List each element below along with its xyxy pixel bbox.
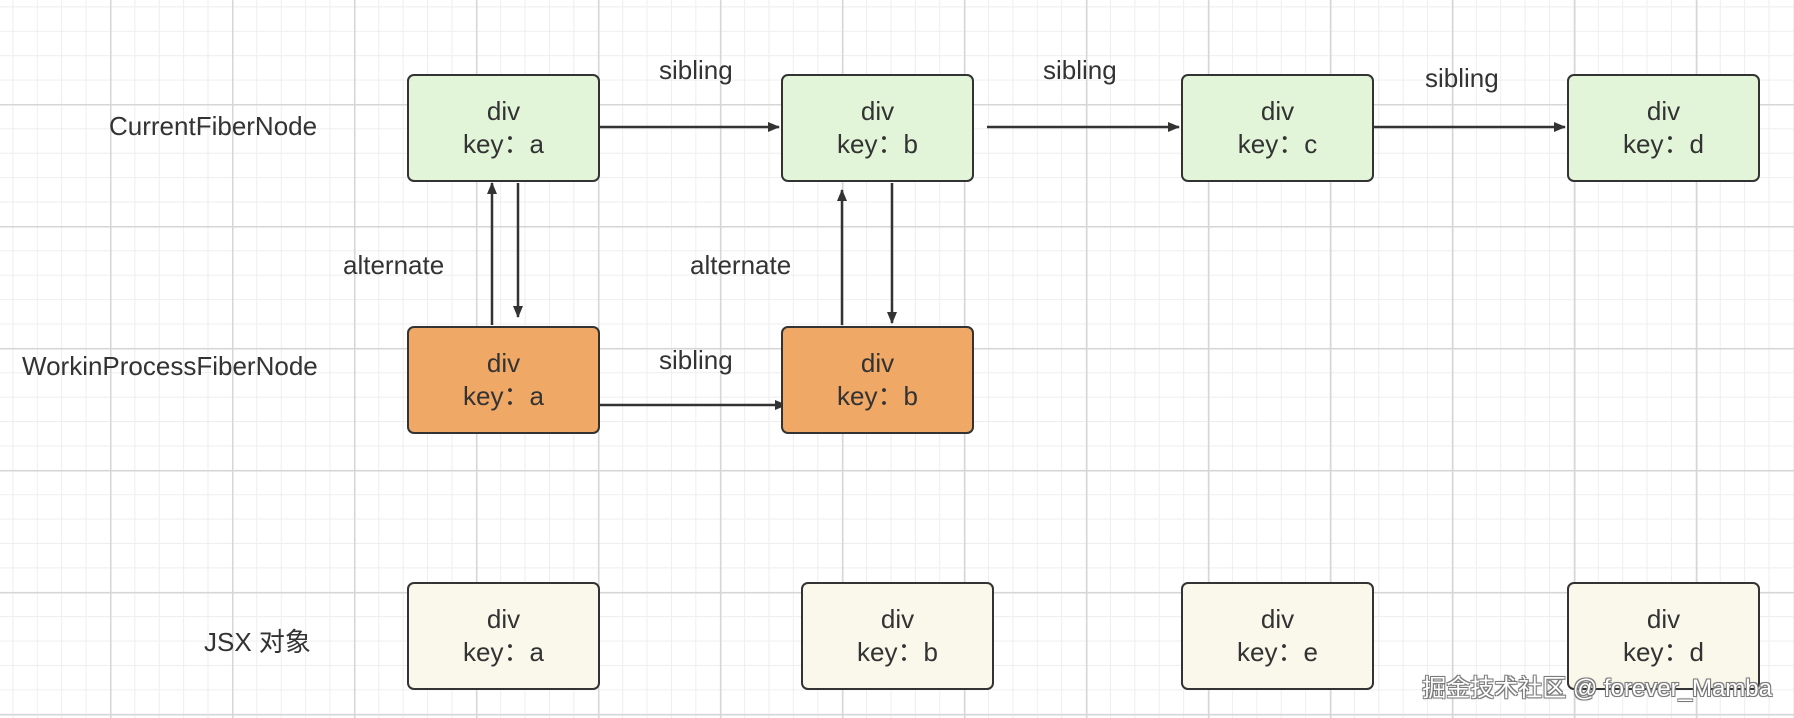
jsx-node-a: div key：a [407,582,600,690]
current-node-c: div key：c [1181,74,1374,182]
edge-label-sibling-current-1: sibling [659,55,733,85]
node-key: key：a [463,381,544,411]
node-type: div [1646,604,1681,634]
wip-node-a: div key：a [407,326,600,434]
jsx-node-e: div key：e [1181,582,1374,690]
row-label-wip: WorkinProcessFiberNode [22,351,318,381]
jsx-node-d: div key：d [1567,582,1760,690]
node-type: div [1260,96,1295,126]
node-type: div [860,96,895,126]
node-key: key：d [1623,129,1704,159]
node-key: key：b [837,129,918,159]
current-node-d: div key：d [1567,74,1760,182]
edge-label-alternate-b: alternate [690,250,792,280]
node-type: div [1646,96,1681,126]
jsx-node-b: div key：b [801,582,994,690]
edge-label-alternate-a: alternate [343,250,445,280]
node-type: div [486,348,521,378]
watermark: 掘金技术社区 @ forever_Mamba [1422,675,1772,702]
node-key: key：d [1623,637,1704,667]
row-label-jsx: JSX 对象 [204,627,311,657]
node-type: div [1260,604,1295,634]
row-label-current: CurrentFiberNode [109,111,318,141]
node-type: div [880,604,915,634]
wip-node-b: div key：b [781,326,974,434]
current-node-b: div key：b [781,74,974,182]
edge-label-sibling-current-3: sibling [1425,63,1499,93]
node-key: key：e [1237,637,1318,667]
edge-label-sibling-wip: sibling [659,345,733,375]
edge-label-sibling-current-2: sibling [1043,55,1117,85]
node-key: key：b [837,381,918,411]
node-type: div [486,96,521,126]
node-key: key：a [463,129,544,159]
node-key: key：c [1237,129,1318,159]
current-node-a: div key：a [407,74,600,182]
node-type: div [486,604,521,634]
node-type: div [860,348,895,378]
node-key: key：b [857,637,938,667]
node-key: key：a [463,637,544,667]
